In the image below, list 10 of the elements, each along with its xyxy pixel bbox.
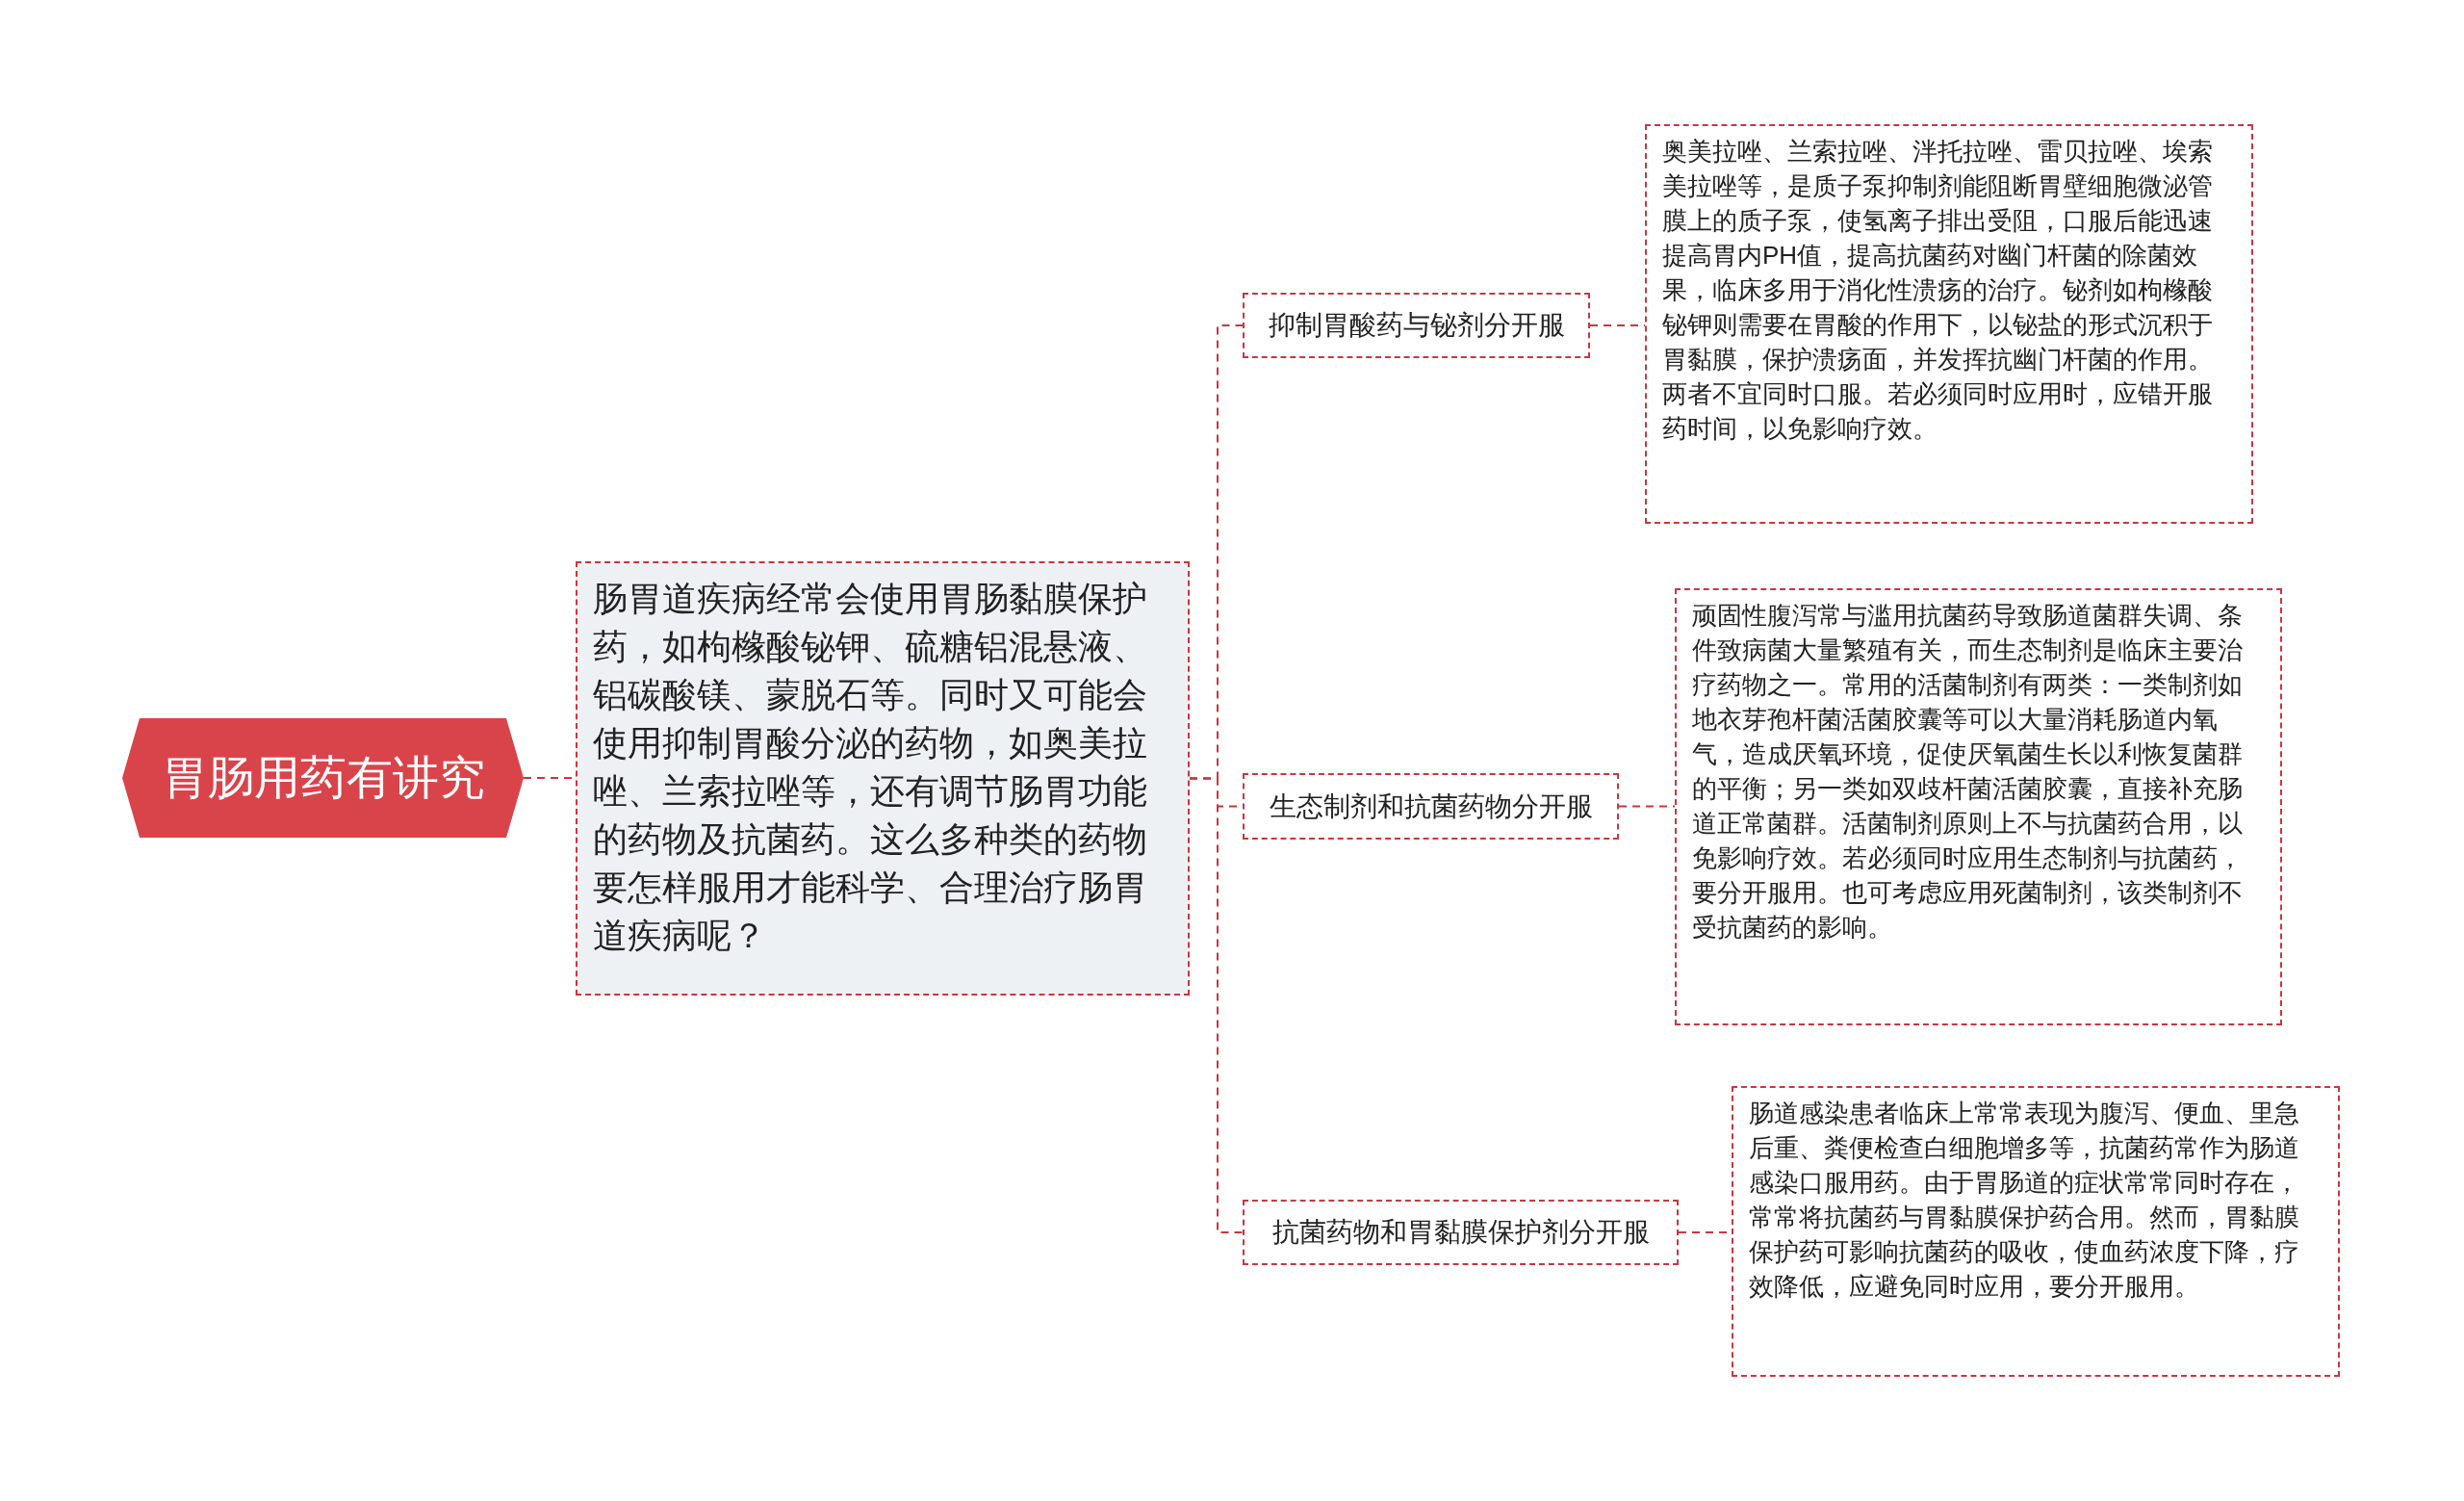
detail-box: 顽固性腹泻常与滥用抗菌药导致肠道菌群失调、条件致病菌大量繁殖有关，而生态制剂是临床主要治疗药物之一。常用的活菌制剂有两类：一类制剂如地衣芽孢杆菌活菌胶囊等可以大量消耗肠道内氧气，造成厌氧环境，促使厌氧菌生长以利恢复菌群的平衡；另一类如双歧杆菌活菌胶囊，直接补充肠道正常菌群。活菌制剂原则上不与抗菌药合用，以免影响疗效。若必须同时应用生态制剂与抗菌药，要分开服用。也可考虑应用死菌制剂，该类制剂不受抗菌药的影响。 [1675, 588, 2282, 1025]
detail-box: 肠道感染患者临床上常常表现为腹泻、便血、里急后重、粪便检查白细胞增多等，抗菌药常作为肠道感染口服用药。由于胃肠道的症状常常同时存在，常常将抗菌药与胃黏膜保护药合用。然而，胃黏膜保护药可影响抗菌药的吸收，使血药浓度下降，疗效降低，应避免同时应用，要分开服用。 [1732, 1086, 2340, 1377]
branch-topic: 生态制剂和抗菌药物分开服 [1243, 773, 1619, 840]
connector-line [1189, 777, 1244, 1233]
branch-topic: 抑制胃酸药与铋剂分开服 [1243, 293, 1590, 358]
intro-box: 肠胃道疾病经常会使用胃肠黏膜保护药，如枸橼酸铋钾、硫糖铝混悬液、铝碳酸镁、蒙脱石等。同时又可能会使用抑制胃酸分泌的药物，如奥美拉唑、兰索拉唑等，还有调节肠胃功能的药物及抗菌药。这么多种类的药物要怎样服用才能科学、合理治疗肠胃道疾病呢？ [576, 561, 1190, 996]
root-topic: 胃肠用药有讲究 [122, 718, 524, 838]
branch-topic: 抗菌药物和胃黏膜保护剂分开服 [1243, 1200, 1679, 1265]
connector-line [1618, 805, 1676, 808]
detail-box: 奥美拉唑、兰索拉唑、泮托拉唑、雷贝拉唑、埃索美拉唑等，是质子泵抑制剂能阻断胃壁细胞微泌管膜上的质子泵，使氢离子排出受阻，口服后能迅速提高胃内PH值，提高抗菌药对幽门杆菌的除菌效果，临床多用于消化性溃疡的治疗。铋剂如枸橼酸铋钾则需要在胃酸的作用下，以铋盐的形式沉积于胃黏膜，保护溃疡面，并发挥抗幽门杆菌的作用。两者不宜同时口服。若必须同时应用时，应错开服药时间，以免影响疗效。 [1645, 124, 2253, 524]
